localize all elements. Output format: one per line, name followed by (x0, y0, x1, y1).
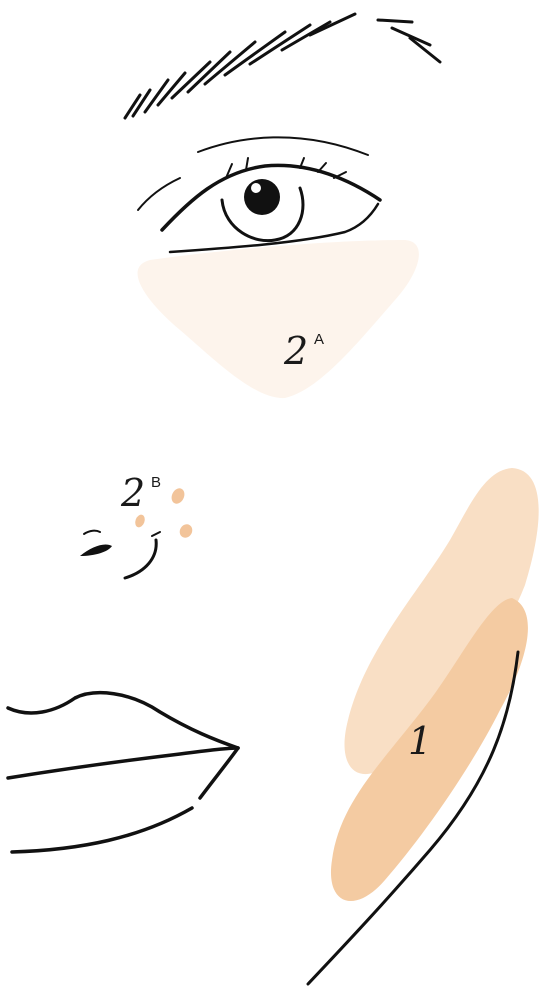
label-1-number: 1 (408, 719, 432, 763)
label-2a-suffix: A (314, 331, 324, 348)
pupil-highlight (251, 183, 261, 193)
label-2b-number: 2 (120, 471, 145, 515)
label-2a-number: 2 (283, 329, 308, 373)
label-2b-suffix: B (151, 474, 161, 491)
pupil (244, 179, 280, 215)
label-1: 1 (408, 719, 432, 763)
